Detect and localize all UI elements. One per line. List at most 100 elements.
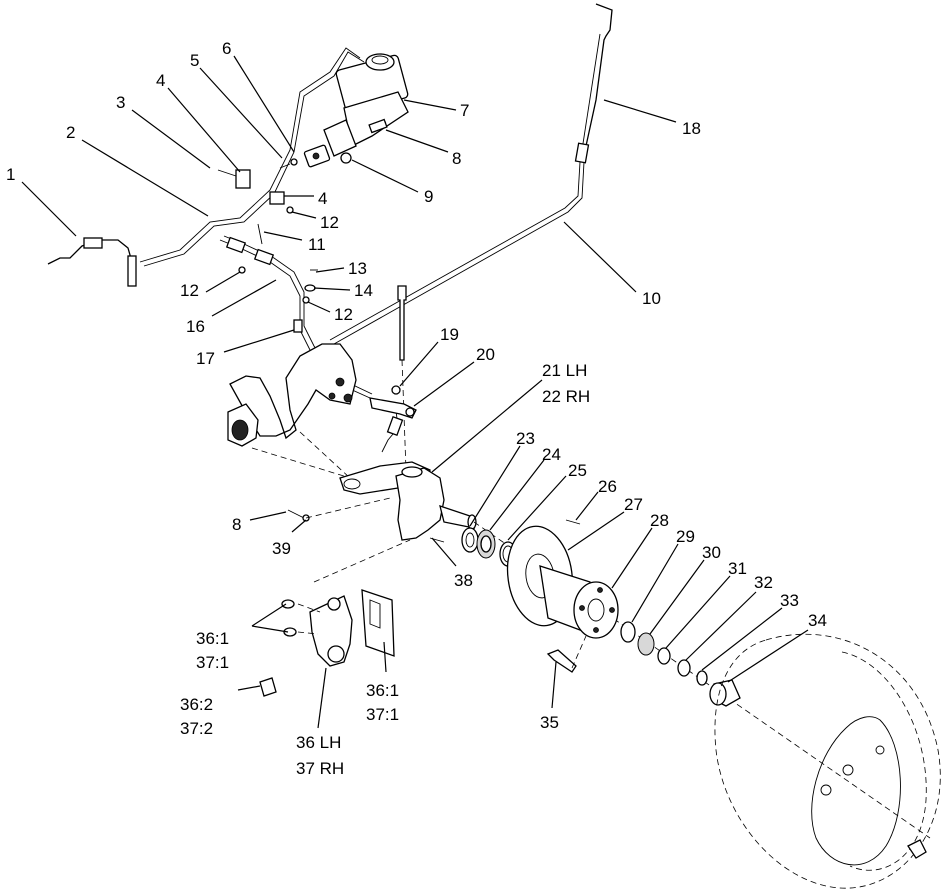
callout-24: 24 [542,445,561,464]
brake-line-2-b [143,51,365,267]
callout-12-right: 12 [334,305,353,324]
caliper-guide-2 [297,631,319,635]
callout-37-2: 37:2 [180,719,213,738]
callout-36-lh: 36 LH [296,733,341,752]
hub-face [573,581,619,639]
bolt-8 [368,118,388,134]
wheel-disc [811,716,901,866]
leader-20 [413,361,475,407]
frame-hole-a [335,377,345,387]
clamp-4-bottom [269,191,285,205]
callout-33: 33 [780,591,799,610]
tee-fitting [225,236,247,254]
leader-26 [575,491,599,521]
callout-36-2: 36:2 [180,695,213,714]
steering-arm-20 [369,397,417,419]
tire-wheel [714,633,941,889]
bearing-30 [637,632,655,656]
callout-26: 26 [598,477,617,496]
caliper [259,589,395,697]
reservoir-cap-inner [371,55,389,65]
callout-17: 17 [196,349,215,368]
callout-10: 10 [642,289,661,308]
nut-12-right [302,296,310,304]
knuckle-top [401,466,423,478]
callout-36-1-right: 36:1 [366,681,399,700]
frame-hole-b [343,393,353,403]
callout-18: 18 [682,119,701,138]
hub-stud-b [609,607,615,613]
callout-29: 29 [676,527,695,546]
callout-27: 27 [624,495,643,514]
hose-bracket-1 [127,255,137,287]
washer-31 [657,647,671,665]
leader-21 [431,379,543,473]
leader-3 [131,109,211,169]
callout-2: 2 [66,123,75,142]
callout-16: 16 [186,317,205,336]
leader-14 [313,287,351,291]
callout-4-bottom: 4 [318,189,327,208]
small-hardware [217,169,407,471]
leader-11 [263,231,303,241]
leader-2 [81,139,209,217]
master-cylinder [279,53,409,169]
callout-37-1-right: 37:1 [366,705,399,724]
callout-6: 6 [222,39,231,58]
cotter-33 [696,670,708,686]
nut-32 [677,659,691,677]
callout-12-left: 12 [180,281,199,300]
caliper-bolt-bottom [327,645,345,663]
hub-bore [587,598,605,622]
callout-22-rh: 22 RH [542,387,590,406]
hub-stud-d [579,605,585,611]
leader-16 [211,279,277,317]
hose-fitting [574,142,590,164]
callout-25: 25 [568,461,587,480]
dust-cap-face [709,682,727,706]
leader-17 [223,329,295,353]
hub-stud-c [593,627,599,633]
nut-12-top [286,206,294,214]
leader-12c [307,301,331,313]
wheel-stud-a [842,764,854,776]
caliper-guide [297,603,321,613]
leader-8a [385,129,449,153]
hub-assembly [461,519,741,707]
leader-12b [205,271,241,293]
leader-30 [649,559,705,635]
callout-8-top: 8 [452,149,461,168]
leader-36-1b [383,641,387,673]
o-ring-36-1b [283,627,297,637]
brake-hose-18-inner [581,33,601,151]
leader-10 [563,221,637,293]
callout-12-top: 12 [320,213,339,232]
leader-5 [199,67,283,159]
spindle-to-caliper [313,539,411,583]
callout-3: 3 [116,93,125,112]
callout-8-bottom: 8 [232,515,241,534]
frame-boss-hole [231,419,249,441]
callout-13: 13 [348,259,367,278]
callout-35: 35 [540,713,559,732]
leader-35 [551,661,557,709]
callout-30: 30 [702,543,721,562]
seal-23-inner [465,532,475,548]
leader-27 [567,511,625,551]
leader-7 [403,99,457,111]
callout-37-rh: 37 RH [296,759,344,778]
wheel-stud-b [820,784,832,796]
leader-13 [315,267,345,273]
frame-bracket [227,343,417,485]
leader-33 [701,607,783,671]
leader-1 [21,181,77,237]
line-fitting-17 [293,319,303,333]
callout-23: 23 [516,429,535,448]
bolt-35 [546,649,577,673]
bolt-26 [565,519,581,525]
clamp-4-top [235,169,251,189]
push-rod-boot [323,119,357,157]
callout-28: 28 [650,511,669,530]
leader-lines [21,55,809,729]
